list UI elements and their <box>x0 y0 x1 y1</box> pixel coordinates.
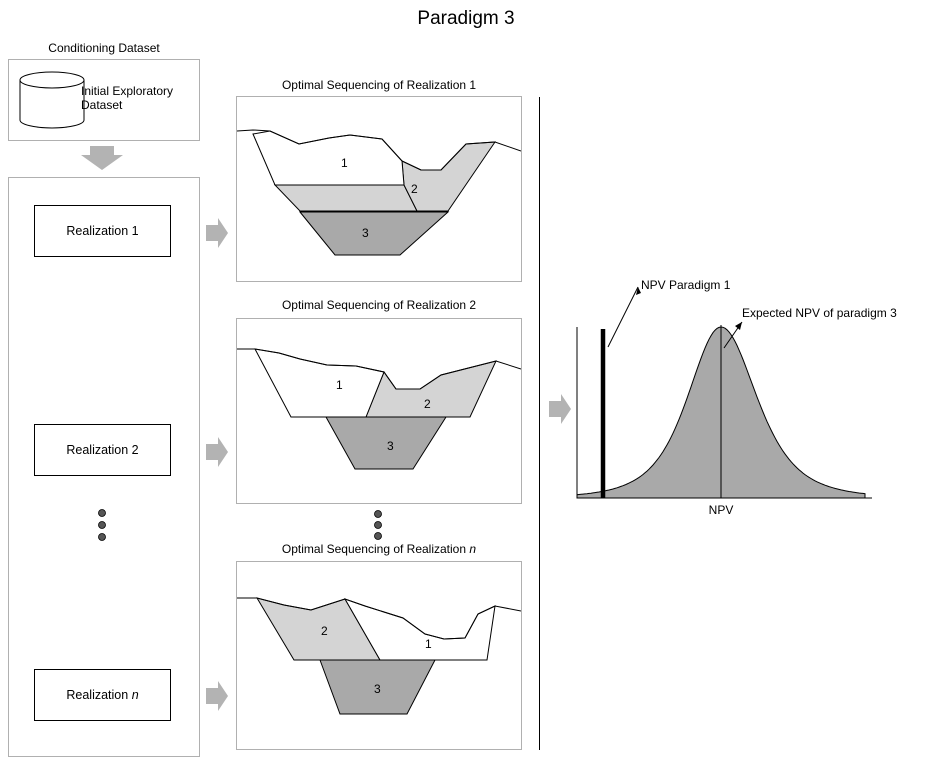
realization-2-box: Realization 2 <box>34 424 171 476</box>
sequencing-1-panel: 1 2 3 <box>236 96 522 282</box>
right-arrow-icon <box>206 218 228 248</box>
expected-npv-annotation: Expected NPV of paradigm 3 <box>742 306 897 320</box>
database-icon <box>19 71 85 129</box>
conditioning-dataset-panel: Initial Exploratory Dataset <box>8 59 200 141</box>
annotation-leader-paradigm1 <box>607 286 639 348</box>
phase-label: 2 <box>321 624 328 638</box>
phase-2-region <box>273 184 418 212</box>
database-label-line2: Dataset <box>81 98 123 112</box>
sequencing-n-panel: 2 1 3 <box>236 561 522 750</box>
separator-line <box>539 97 540 750</box>
ellipsis-dots-middle <box>374 510 382 540</box>
sequencing-2-title: Optimal Sequencing of Realization 2 <box>281 298 477 312</box>
realization-1-label: Realization 1 <box>66 224 139 238</box>
sequencing-2-panel: 1 2 3 <box>236 318 522 504</box>
conditioning-dataset-label: Conditioning Dataset <box>48 41 160 55</box>
phase-label: 1 <box>425 637 432 651</box>
pit-diagram-1: 1 2 3 <box>237 129 521 256</box>
sequencing-n-title: Optimal Sequencing of Realization n <box>281 542 477 556</box>
right-arrow-icon <box>206 437 228 467</box>
phase-label: 3 <box>362 226 369 240</box>
phase-label: 1 <box>336 378 343 392</box>
down-arrow-icon <box>81 146 123 170</box>
phase-label: 3 <box>387 439 394 453</box>
realization-1-box: Realization 1 <box>34 205 171 257</box>
phase-label: 2 <box>424 397 431 411</box>
phase-label: 1 <box>341 156 348 170</box>
right-arrow-icon <box>206 681 228 711</box>
x-axis-label: NPV <box>709 503 734 517</box>
realization-n-label: Realization n <box>66 688 139 702</box>
npv-paradigm1-annotation: NPV Paradigm 1 <box>641 278 731 292</box>
realization-2-label: Realization 2 <box>66 443 139 457</box>
phase-label: 2 <box>411 182 418 196</box>
ellipsis-dots-left <box>98 509 106 541</box>
realization-n-box: Realization n <box>34 669 171 721</box>
pit-diagram-2: 1 2 3 <box>237 348 521 470</box>
database-label-line1: Initial Exploratory <box>81 84 174 98</box>
pit-diagram-n: 2 1 3 <box>237 597 521 715</box>
page-title: Paradigm 3 <box>417 8 515 29</box>
sequencing-1-title: Optimal Sequencing of Realization 1 <box>281 78 477 92</box>
right-arrow-icon <box>549 394 571 424</box>
npv-distribution-chart: NPV Paradigm 1 Expected NPV of paradigm … <box>576 278 897 517</box>
phase-label: 3 <box>374 682 381 696</box>
